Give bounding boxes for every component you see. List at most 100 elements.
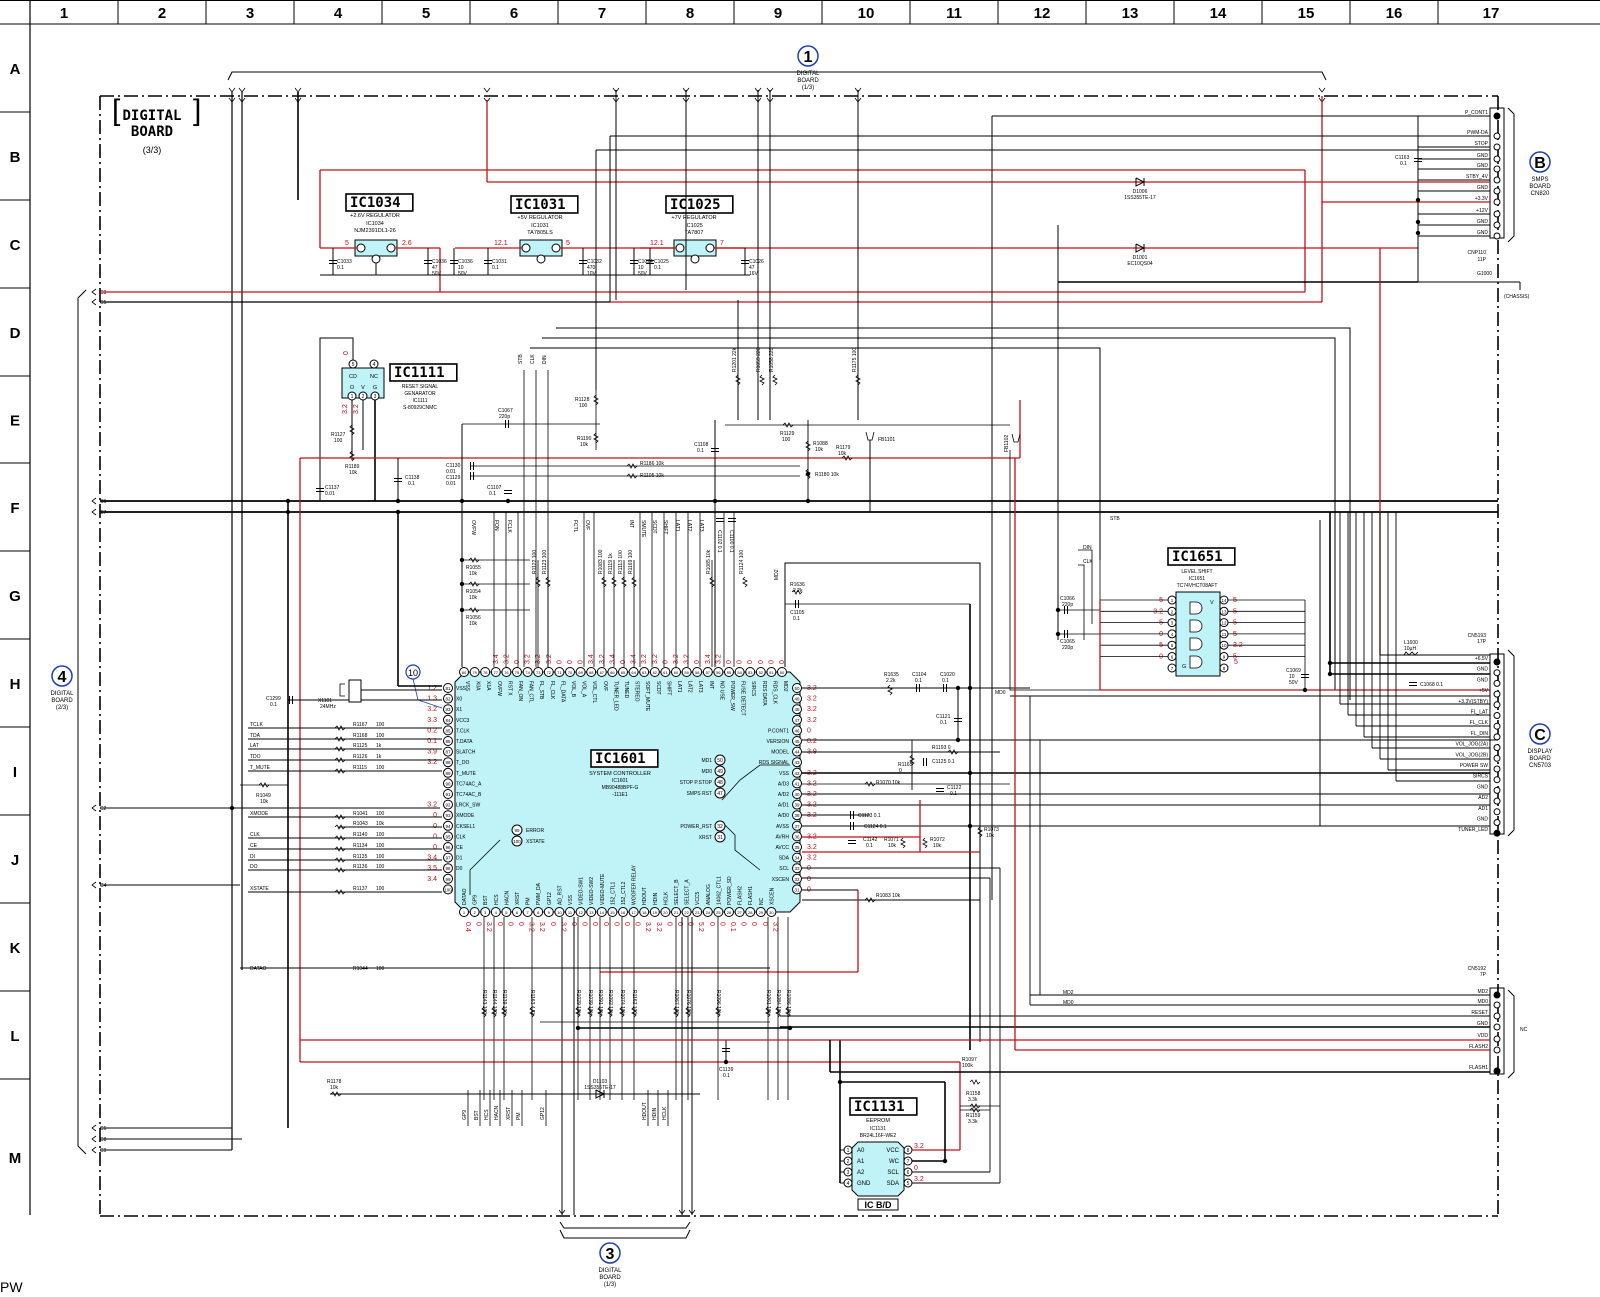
ic1601-pin-label: VCC3 <box>456 718 470 724</box>
ic1601-internal-pin <box>714 787 726 799</box>
r1180-label: R1180 10k <box>815 472 839 478</box>
cnc-signal-8: VOL_JOG(2A) <box>1455 742 1488 748</box>
ic1651-pin-num: 1 <box>1171 598 1174 603</box>
r1049-ref: R1049 <box>256 793 271 799</box>
ic1601-pin-num: 48 <box>794 707 800 712</box>
left-conn-label: C3 <box>100 290 107 296</box>
c1121-ref: C1121 <box>936 714 951 720</box>
top-signal-label: LAT1 <box>674 520 680 532</box>
top-vert-resistor <box>759 374 765 386</box>
ic1601-pin <box>459 667 469 677</box>
row-label-A: A <box>10 61 21 78</box>
ic1601-pin <box>443 831 453 842</box>
ic1601-internal-pin-num: 48 <box>717 780 723 786</box>
ic1601-pin <box>692 907 703 917</box>
ic1601-top-volt: 0 <box>768 660 775 664</box>
ic1651-pin-volt: 5 <box>1233 631 1237 638</box>
ic1601-bottom-volt: 0 <box>708 922 715 926</box>
ic1601-part2: -111E1 <box>612 792 628 798</box>
ic1651-and-gate <box>1189 601 1203 615</box>
ic1601-title-box <box>590 749 659 768</box>
col-label-14: 14 <box>1210 5 1227 22</box>
cnb-pin <box>1493 221 1501 229</box>
junction <box>395 498 401 504</box>
ic1601-pin-num: 62 <box>653 670 658 675</box>
ic1601-pin-num: 86 <box>445 739 451 744</box>
ic1601-pin-label: TC74AC_B <box>456 792 482 798</box>
ic1601-pin-num: 6 <box>516 910 519 915</box>
left-signal-resistor <box>334 814 346 820</box>
ic1601-internal-pin-num: 47 <box>717 791 723 797</box>
ic1111-cd-wire <box>319 337 354 500</box>
c1025-ref: C1025 <box>654 259 669 265</box>
ic1601-bottom-label: FLASH1 <box>748 886 754 905</box>
left-signal-r-val: 100 <box>376 854 385 860</box>
ic1601-pin-label: AVRH <box>775 834 789 840</box>
ic1601-pin-label: A/D1 <box>778 803 789 809</box>
cnb-signal-10: GND <box>1477 230 1489 236</box>
ic1601-pin <box>490 907 501 917</box>
r1158-val: 3.3k <box>968 1097 978 1103</box>
c1299-val: 0.1 <box>270 702 277 708</box>
c1024-ref: C1024 <box>638 259 653 265</box>
pin10-pointer <box>412 678 443 709</box>
ic1651-pin-volt: 5 <box>1233 597 1237 604</box>
ic1025-desc: +7V REGULATOR <box>671 215 716 221</box>
ic1601-pin-num: 71 <box>557 670 562 675</box>
ic1601-bottom-volt: 3.2 <box>771 922 778 932</box>
ic1601-pin-volt: 0 <box>433 833 437 840</box>
connector-left-l1: DIGITAL <box>51 691 75 697</box>
r1178-ref: R1178 <box>327 1079 342 1085</box>
cnc-signal-2: GND <box>1477 677 1489 683</box>
ic1601-pin <box>480 907 491 917</box>
ic1111-pin-num: 2 <box>362 394 365 400</box>
ic1601-pin <box>692 667 703 677</box>
ic1601-pin <box>443 736 453 746</box>
ic1025-part: TA7807 <box>685 230 704 236</box>
junction <box>285 509 291 515</box>
ic1601-internal-pin-num: 99 <box>514 828 520 833</box>
ic1601-pin-num: 96 <box>445 845 451 850</box>
ic1601-bottom-label: DATAO <box>462 888 468 905</box>
ic1601-pin-volt: 3.2 <box>807 844 817 851</box>
col-label-3: 3 <box>246 5 254 22</box>
c1066-val: 220p <box>1062 602 1073 608</box>
ic1601-pin <box>792 810 802 821</box>
top-vert-resistor-label: R1083 100 <box>598 549 604 574</box>
row-label-H: H <box>10 676 21 693</box>
junction <box>1327 660 1333 666</box>
cnc-signal-6: FL_CLK <box>1470 720 1489 726</box>
ic1651-pin-num: 2 <box>1171 609 1174 614</box>
c1139-ref: C1139 <box>719 1067 734 1073</box>
ic1601-top-volt: 0 <box>694 660 701 664</box>
ic1601-internal-wire <box>721 764 790 801</box>
ic1601-top-volt: 3.2 <box>684 654 691 664</box>
ic1601-pin-volt: 3.3 <box>427 717 437 724</box>
ic1601-internal-pin <box>714 754 726 766</box>
ic1601-pin <box>639 667 650 677</box>
ic1601-internal-pin <box>714 776 726 788</box>
ic1601-pin <box>443 852 453 863</box>
ic1651-pin-num: 9 <box>1223 655 1226 660</box>
junction <box>723 1059 729 1065</box>
bottom-net-label: HACN <box>494 1105 500 1120</box>
left-signal-r-val: 100 <box>376 832 385 838</box>
ic1601-title: IC1601 <box>595 751 646 767</box>
ic1601-pin <box>766 667 777 677</box>
ic1601-pin-num: 2 <box>473 910 476 915</box>
r1072-ref: R1072 <box>930 837 945 843</box>
r1088-val: 10k <box>815 447 824 453</box>
ic1111-part: S-80929CNMC <box>403 405 437 411</box>
ic1651-vcc-label: V <box>1210 600 1214 606</box>
ic1601-internal-pin-num: 32 <box>717 824 723 830</box>
left-arrow <box>91 288 97 296</box>
cnc-pin <box>1493 808 1501 816</box>
ic1601-top-volt: 3.2 <box>673 654 680 664</box>
c1065-ref: C1065 <box>1060 639 1075 645</box>
ic1601-pin-label: D0 <box>456 866 463 872</box>
c1102-label: C1102 0.1 <box>716 530 722 553</box>
c1108-ref: C1108 <box>694 442 709 448</box>
bottom-brace-left <box>559 1221 691 1229</box>
ic1601-pin-num: 18 <box>642 910 647 915</box>
ic1601-top-label: FL_STB <box>538 681 544 700</box>
